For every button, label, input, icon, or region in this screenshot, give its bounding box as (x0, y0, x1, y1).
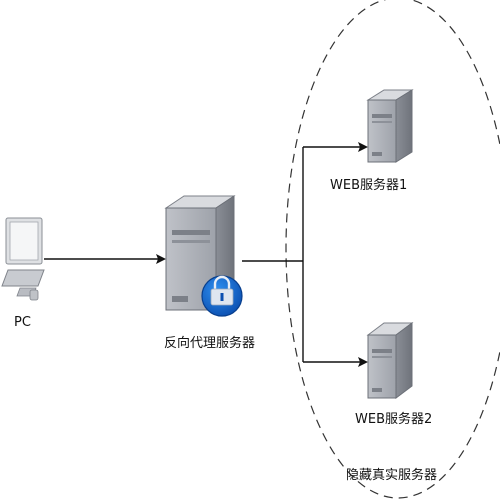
edge-pc-to-proxy (44, 254, 166, 264)
proxy-server-label: 反向代理服务器 (164, 336, 256, 351)
web-server-2-label: WEB服务器2 (355, 412, 433, 427)
hidden-servers-group-label: 隐藏真实服务器 (346, 468, 438, 483)
server-with-lock-icon (164, 195, 243, 317)
server-icon (366, 322, 414, 399)
web-server-1-label: WEB服务器1 (330, 178, 408, 193)
pc-label: PC (14, 315, 31, 330)
hidden-servers-group-boundary (285, 0, 500, 499)
desktop-computer-icon (1, 217, 45, 301)
edge-proxy-to-web2 (302, 261, 368, 367)
server-icon (366, 89, 414, 163)
edge-proxy-to-web1 (242, 142, 368, 262)
